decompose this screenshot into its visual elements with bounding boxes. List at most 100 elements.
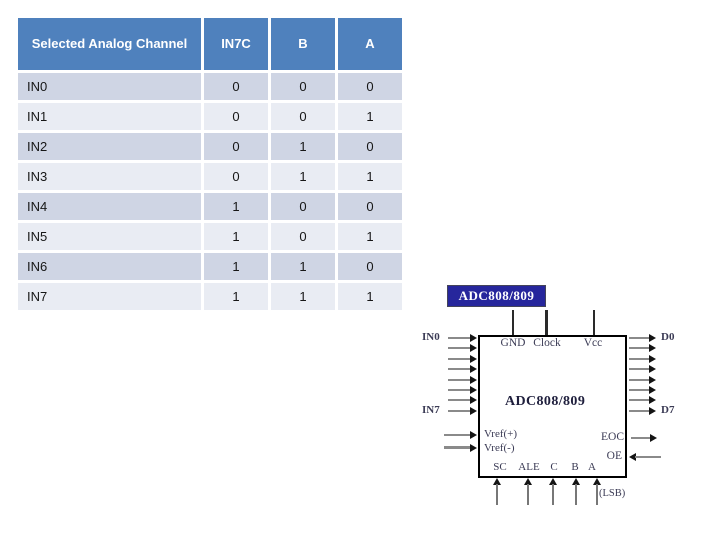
- data-output-wire: [629, 410, 650, 412]
- in7-pin-label: IN7: [422, 404, 440, 416]
- cell-channel: IN4: [18, 193, 201, 220]
- analog-input-arrowhead: [470, 407, 477, 415]
- data-output-arrowhead: [649, 407, 656, 415]
- data-output-arrowhead: [649, 386, 656, 394]
- table-row: IN4 1 0 0: [18, 193, 402, 220]
- cell-channel: IN5: [18, 223, 201, 250]
- eoc-pin-label: EOC: [601, 431, 624, 443]
- d7-pin-label: D7: [661, 404, 675, 416]
- a-arrowhead: [593, 478, 601, 485]
- cell-a: 1: [338, 283, 402, 310]
- ale-wire: [527, 484, 529, 505]
- vref-pos-arrowhead: [470, 431, 477, 439]
- table-header-row: Selected Analog Channel IN7C B A: [18, 18, 402, 70]
- diagram-title-box: ADC808/809: [447, 285, 546, 307]
- data-output-wire: [629, 368, 650, 370]
- chip-center-label: ADC808/809: [505, 394, 586, 409]
- gnd-pin-label: GND: [500, 337, 526, 349]
- table-row: IN0 0 0 0: [18, 73, 402, 100]
- table-row: IN2 0 1 0: [18, 133, 402, 160]
- data-output-wire: [629, 379, 650, 381]
- data-output-arrowhead: [649, 365, 656, 373]
- cell-in7c: 1: [204, 223, 268, 250]
- cell-channel: IN2: [18, 133, 201, 160]
- analog-input-wire: [448, 347, 471, 349]
- vcc-pin-wire: [593, 310, 595, 335]
- cell-b: 0: [271, 193, 335, 220]
- cell-a: 0: [338, 193, 402, 220]
- analog-input-arrowhead: [470, 355, 477, 363]
- cell-channel: IN3: [18, 163, 201, 190]
- analog-input-arrowhead: [470, 365, 477, 373]
- header-selected-analog-channel: Selected Analog Channel: [18, 18, 201, 70]
- channel-truth-table: Selected Analog Channel IN7C B A IN0 0 0…: [15, 15, 405, 313]
- analog-input-arrowhead: [470, 376, 477, 384]
- cell-b: 0: [271, 103, 335, 130]
- data-output-arrowhead: [649, 355, 656, 363]
- data-output-wire: [629, 337, 650, 339]
- cell-in7c: 0: [204, 103, 268, 130]
- analog-input-arrowhead: [470, 396, 477, 404]
- ale-pin-label: ALE: [518, 461, 540, 473]
- vref-pos-label: Vref(+): [484, 428, 518, 440]
- analog-input-wire: [448, 410, 471, 412]
- cell-in7c: 1: [204, 253, 268, 280]
- vref-neg-arrowhead: [470, 444, 477, 452]
- data-output-arrowhead: [649, 334, 656, 342]
- cell-b: 1: [271, 163, 335, 190]
- data-output-arrowhead: [649, 396, 656, 404]
- cell-b: 0: [271, 73, 335, 100]
- oe-arrowhead: [629, 453, 636, 461]
- cell-a: 1: [338, 223, 402, 250]
- cell-channel: IN0: [18, 73, 201, 100]
- cell-a: 1: [338, 103, 402, 130]
- analog-input-wire: [448, 389, 471, 391]
- d0-pin-label: D0: [661, 331, 675, 343]
- table-row: IN6 1 1 0: [18, 253, 402, 280]
- cell-in7c: 0: [204, 133, 268, 160]
- analog-input-arrowhead: [470, 386, 477, 394]
- eoc-arrowhead: [650, 434, 657, 442]
- c-wire: [552, 484, 554, 505]
- c-arrowhead: [549, 478, 557, 485]
- table-row: IN5 1 0 1: [18, 223, 402, 250]
- cell-in7c: 0: [204, 73, 268, 100]
- cell-in7c: 0: [204, 163, 268, 190]
- cell-b: 1: [271, 283, 335, 310]
- data-output-wire: [629, 399, 650, 401]
- cell-a: 1: [338, 163, 402, 190]
- analog-input-wire: [448, 337, 471, 339]
- gnd-pin-wire: [512, 310, 514, 335]
- analog-input-wire: [448, 399, 471, 401]
- eoc-wire: [631, 437, 651, 439]
- vref-pos-wire: [444, 434, 471, 436]
- a-pin-label: A: [588, 461, 596, 473]
- sc-arrowhead: [493, 478, 501, 485]
- sc-pin-label: SC: [493, 461, 507, 473]
- in0-pin-label: IN0: [422, 331, 440, 343]
- data-output-wire: [629, 358, 650, 360]
- clock-pin-label: Clock: [533, 337, 561, 349]
- cell-a: 0: [338, 133, 402, 160]
- cell-b: 1: [271, 253, 335, 280]
- analog-input-wire: [448, 379, 471, 381]
- analog-input-wire: [448, 368, 471, 370]
- clock-pin-wire: [545, 310, 548, 335]
- b-arrowhead: [572, 478, 580, 485]
- b-pin-label: B: [571, 461, 579, 473]
- vref-neg-wire: [444, 446, 471, 449]
- data-output-wire: [629, 347, 650, 349]
- cell-in7c: 1: [204, 193, 268, 220]
- header-a: A: [338, 18, 402, 70]
- table-row: IN3 0 1 1: [18, 163, 402, 190]
- cell-channel: IN1: [18, 103, 201, 130]
- analog-input-wire: [448, 358, 471, 360]
- cell-a: 0: [338, 253, 402, 280]
- oe-pin-label: OE: [606, 450, 622, 462]
- sc-wire: [496, 484, 498, 505]
- cell-channel: IN6: [18, 253, 201, 280]
- cell-channel: IN7: [18, 283, 201, 310]
- header-b: B: [271, 18, 335, 70]
- analog-input-arrowhead: [470, 334, 477, 342]
